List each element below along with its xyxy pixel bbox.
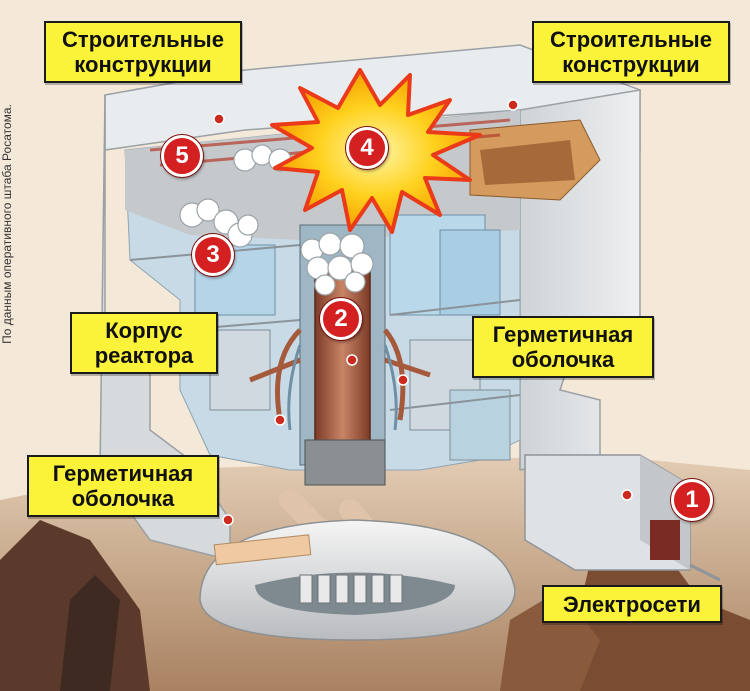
label-building-structures-right: Строительные конструкции [532,21,730,83]
label-line-1: Строительные [534,27,728,52]
source-note: По данным оперативного штаба Росатома. [0,34,16,414]
badge-1: 1 [671,479,713,521]
label-power-grid: Электросети [542,585,722,623]
label-containment-right: Герметичная оболочка [472,316,654,378]
label-line-1: Герметичная [29,461,217,486]
label-containment-left: Герметичная оболочка [27,455,219,517]
badge-2: 2 [320,298,362,340]
label-reactor-vessel: Корпус реактора [70,312,218,374]
badge-4: 4 [346,127,388,169]
label-line-2: оболочка [474,347,652,372]
label-line-1: Герметичная [474,322,652,347]
badge-5: 5 [161,135,203,177]
label-building-structures-left: Строительные конструкции [44,21,242,83]
label-line-2: конструкции [534,52,728,77]
label-line-2: конструкции [46,52,240,77]
label-line-2: реактора [72,343,216,368]
label-line-1: Строительные [46,27,240,52]
label-line-1: Корпус [72,318,216,343]
label-line-2: оболочка [29,486,217,511]
badge-3: 3 [192,234,234,276]
